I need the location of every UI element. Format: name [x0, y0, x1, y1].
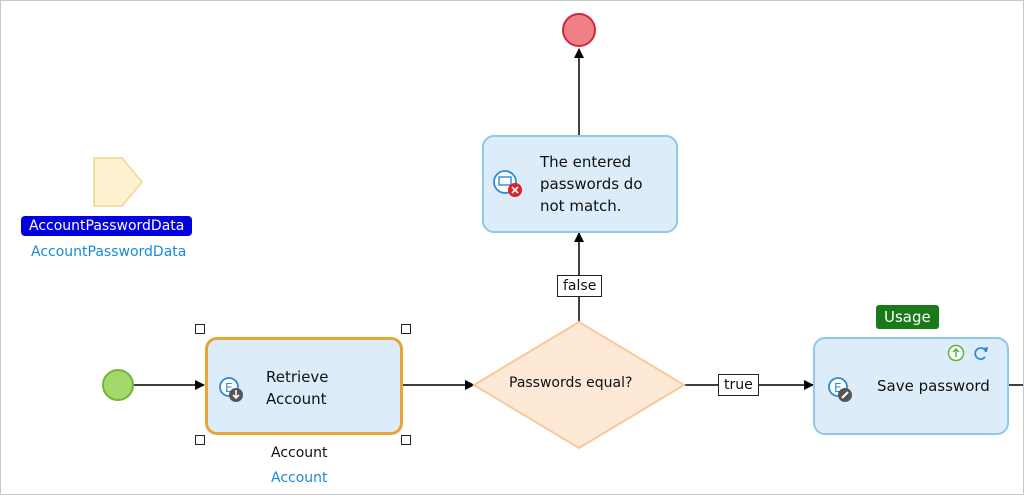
svg-text:E: E — [834, 381, 842, 395]
usage-badge[interactable]: Usage — [876, 305, 939, 329]
decision-label: Passwords equal? — [509, 375, 633, 391]
save-password-activity[interactable]: E Save password — [813, 337, 1009, 435]
parameter-type-caption: AccountPasswordData — [31, 244, 187, 260]
parameter-icon[interactable] — [93, 157, 143, 207]
resize-handle-top-right[interactable] — [401, 324, 411, 334]
refresh-icon — [974, 347, 988, 360]
true-condition-label[interactable]: true — [718, 374, 759, 396]
retrieve-activity-label: Retrieve Account — [266, 368, 329, 408]
decision-shape[interactable] — [472, 320, 686, 450]
retrieve-output-name: Account — [271, 445, 328, 461]
upload-icon — [947, 344, 965, 362]
save-activity-label: Save password — [877, 377, 990, 395]
resize-handle-bottom-right[interactable] — [401, 435, 411, 445]
start-event[interactable] — [102, 369, 134, 401]
svg-text:E: E — [225, 381, 233, 395]
message-activity-label: The entered passwords do not match. — [540, 153, 643, 215]
false-condition-label[interactable]: false — [557, 275, 603, 297]
retrieve-account-activity[interactable]: E Retrieve Account — [205, 337, 403, 435]
show-message-activity[interactable]: The entered passwords do not match. — [482, 135, 678, 233]
retrieve-output-type: Account — [271, 470, 328, 486]
resize-handle-bottom-left[interactable] — [195, 435, 205, 445]
end-event[interactable] — [562, 13, 596, 47]
show-message-error-icon — [493, 170, 522, 197]
parameter-name-badge[interactable]: AccountPasswordData — [21, 216, 193, 236]
resize-handle-top-left[interactable] — [195, 324, 205, 334]
retrieve-object-icon: E — [219, 377, 243, 402]
commit-object-icon: E — [828, 377, 852, 402]
